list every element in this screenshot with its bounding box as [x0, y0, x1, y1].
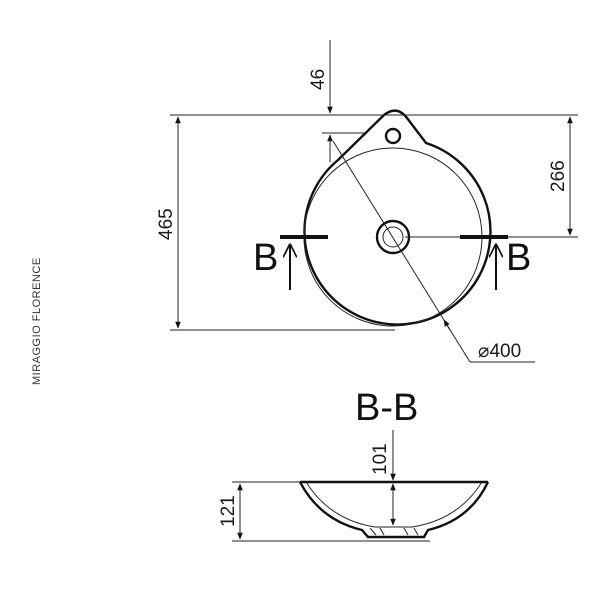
drain-detail: [369, 527, 419, 536]
section-title: B-B: [355, 387, 418, 429]
bowl-outer-profile: [298, 481, 490, 539]
drain-inner: [382, 226, 404, 248]
tap-hole: [384, 127, 402, 145]
basin-outline: [303, 109, 492, 326]
section-marker-right: B: [460, 235, 531, 290]
plan-view: 465 46 266 ⌀400 B B: [156, 40, 578, 363]
dim-121-label: 121: [218, 495, 239, 527]
bowl-inner-profile: [305, 481, 483, 528]
diameter-label: ⌀400: [478, 341, 521, 362]
section-letter-right: B: [506, 237, 531, 279]
section-view: B-B 101 121: [218, 387, 490, 542]
dim-46-label: 46: [308, 69, 329, 90]
dim-465-label: 465: [156, 208, 177, 240]
brand-label: MIRAGGIO FLORENCE: [31, 257, 43, 385]
dim-266-label: 266: [548, 160, 569, 192]
diameter-arrow: [443, 319, 451, 331]
section-marker-left: B: [253, 235, 328, 290]
section-letter-left: B: [253, 237, 278, 279]
dim-101-label: 101: [370, 443, 391, 475]
